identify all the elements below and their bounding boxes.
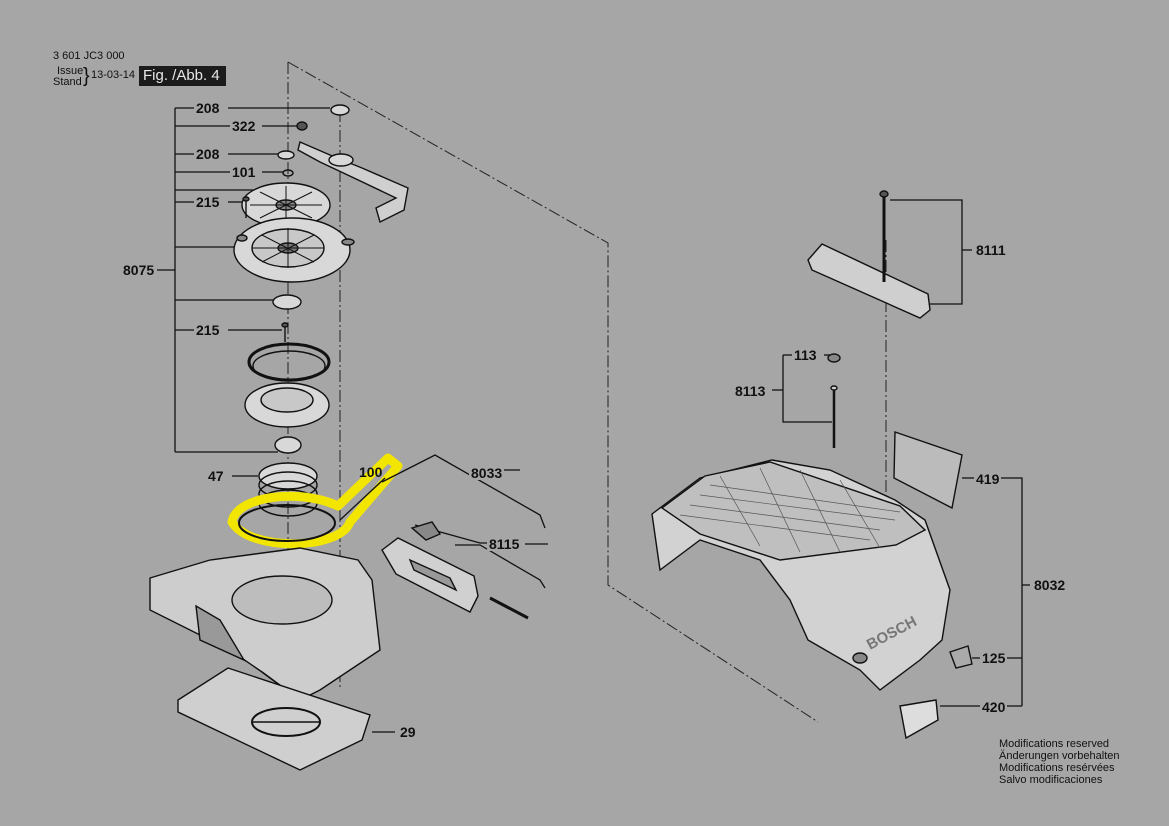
- upper-parts-stack: [233, 104, 409, 517]
- stand-label: Stand: [53, 76, 82, 88]
- modifications-line-es: Salvo modificaciones: [999, 774, 1103, 786]
- document-number: 3 601 JC3 000: [53, 50, 125, 62]
- brace-glyph: }: [83, 65, 90, 87]
- part-label-208-lower: 208: [194, 146, 222, 162]
- part-label-8075: 8075: [121, 262, 157, 278]
- handle-part: [807, 190, 931, 319]
- part-label-8111: 8111: [974, 242, 1008, 258]
- highlight-part-100: [227, 453, 403, 549]
- part-label-322: 322: [230, 118, 258, 134]
- figure-label: Fig. /Abb. 4: [139, 66, 226, 86]
- part-label-100: 100: [359, 464, 383, 480]
- base-plate: [177, 667, 395, 771]
- modifications-notice: Modifications reserved Änderungen vorbeh…: [999, 738, 1119, 786]
- part-label-47: 47: [206, 468, 226, 484]
- modifications-line-en: Modifications reserved: [999, 738, 1110, 750]
- part-label-29: 29: [398, 724, 418, 740]
- part-label-101: 101: [230, 164, 258, 180]
- part-label-8115: 8115: [487, 536, 522, 552]
- part-label-208-top: 208: [194, 100, 222, 116]
- assembly-axis-lines: [287, 61, 887, 723]
- part-label-125: 125: [980, 650, 1008, 666]
- cover-housing: [651, 353, 973, 740]
- issue-date: 13-03-14: [91, 69, 136, 81]
- issue-label: Issue: [57, 65, 84, 77]
- part-label-419: 419: [974, 471, 1002, 487]
- leader-lines-left: [157, 107, 330, 477]
- leader-lines-center: [339, 454, 548, 589]
- part-label-8113: 8113: [733, 383, 768, 399]
- part-label-420: 420: [980, 699, 1008, 715]
- base-housing: [149, 547, 381, 701]
- modifications-line-fr: Modifications resérvées: [999, 762, 1115, 774]
- part-label-8032: 8032: [1032, 577, 1068, 593]
- modifications-line-de: Änderungen vorbehalten: [999, 750, 1120, 762]
- part-label-215-top: 215: [194, 194, 222, 210]
- switch-assembly: [381, 521, 529, 620]
- part-label-113: 113: [792, 347, 819, 363]
- part-label-215-lower: 215: [194, 322, 222, 338]
- part-label-8033: 8033: [469, 465, 505, 481]
